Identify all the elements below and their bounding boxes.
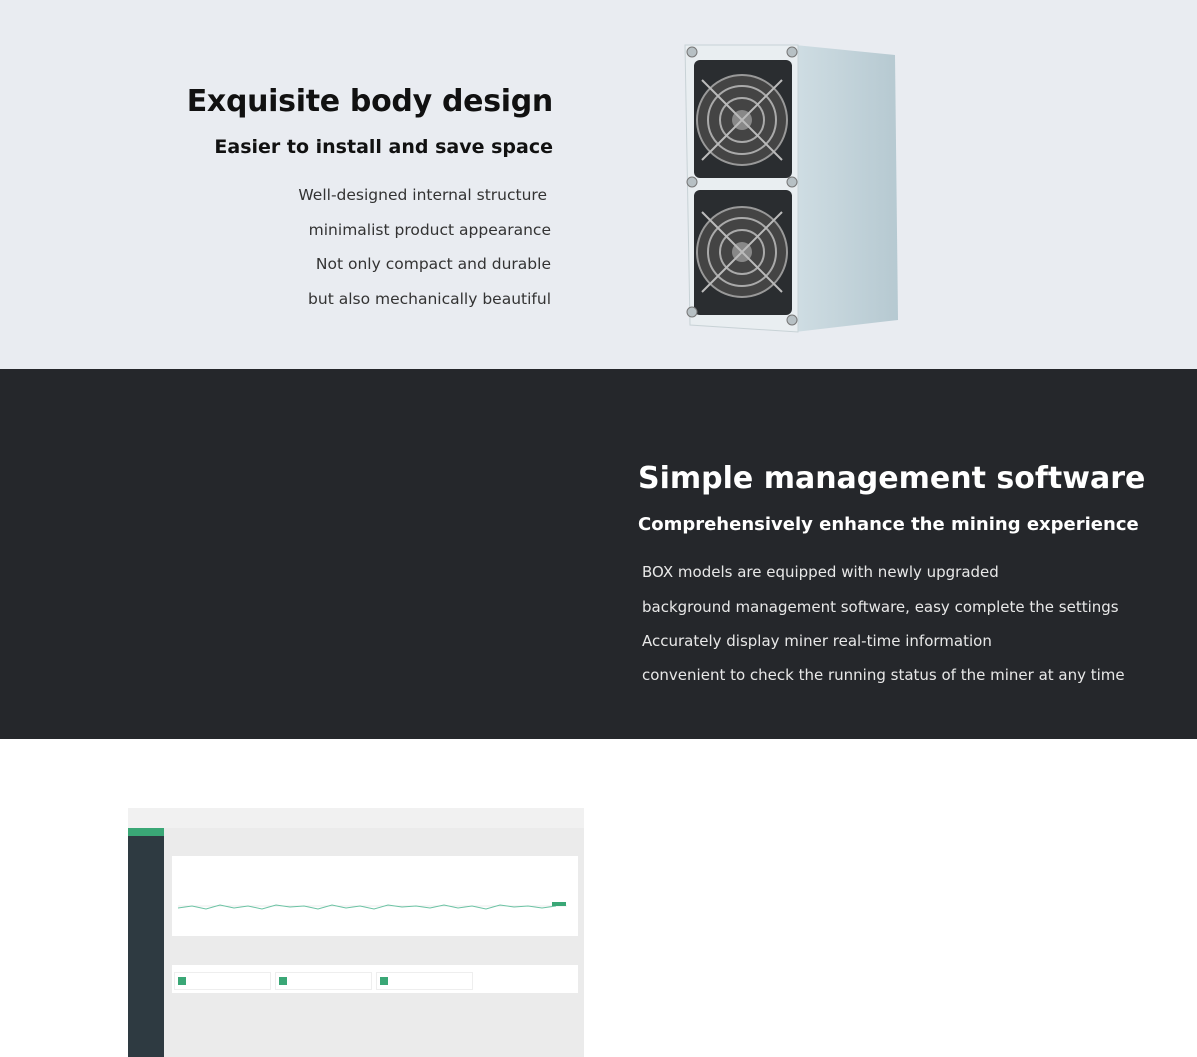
design-title: Exquisite body design (186, 84, 554, 119)
design-line-2: minimalist product appearance (308, 221, 551, 239)
software-line-3: Accurately display miner real-time infor… (642, 632, 992, 650)
status-tile-icon (279, 977, 287, 985)
management-software-screenshot (128, 808, 584, 1057)
software-logo (128, 828, 164, 836)
design-line-1: Well-designed internal structure (298, 186, 547, 204)
design-line-4: but also mechanically beautiful (308, 290, 551, 308)
status-tile (275, 972, 372, 990)
fan-icon (694, 60, 792, 178)
software-line-2: background management software, easy com… (642, 598, 1119, 616)
design-line-3: Not only compact and durable (315, 255, 551, 273)
software-subtitle: Comprehensively enhance the mining exper… (638, 514, 1139, 535)
hashrate-chart (177, 902, 567, 910)
status-tile-icon (380, 977, 388, 985)
software-line-4: convenient to check the running status o… (642, 666, 1125, 684)
design-subtitle: Easier to install and save space (214, 136, 553, 158)
software-line-1: BOX models are equipped with newly upgra… (642, 563, 999, 581)
design-section: Exquisite body design Easier to install … (0, 0, 1197, 369)
miner-device-image (684, 44, 898, 333)
browser-chrome (128, 808, 584, 829)
hashrate-chart-card (172, 856, 578, 936)
fan-icon (694, 190, 792, 315)
software-sidebar (128, 828, 164, 1057)
status-tile (376, 972, 473, 990)
software-main-area (164, 828, 584, 1057)
status-tile-icon (178, 977, 186, 985)
software-title: Simple management software (638, 461, 1146, 496)
status-tile (174, 972, 271, 990)
software-section: Simple management software Comprehensive… (0, 369, 1197, 1057)
